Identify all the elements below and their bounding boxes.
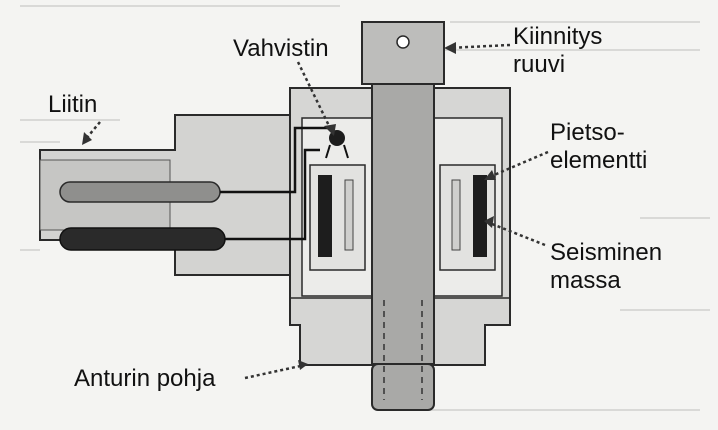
label-vahvistin: Vahvistin xyxy=(233,35,329,62)
label-pietso-line2: elementti xyxy=(550,147,648,174)
label-seisminen-line1: Seisminen xyxy=(550,239,663,266)
label-kiinnitys-line1: Kiinnitys xyxy=(513,23,603,50)
right-seismic-mass xyxy=(439,164,496,271)
label-pietso-line1: Pietso- xyxy=(550,119,625,146)
leader-arrowheads xyxy=(82,42,496,370)
left-seismic-mass xyxy=(309,164,366,271)
label-anturin-pohja: Anturin pohja xyxy=(74,365,216,392)
connector-pins xyxy=(59,126,330,251)
mounting-bolt xyxy=(361,21,445,411)
label-kiinnitys-line2: ruuvi xyxy=(513,51,566,78)
label-seisminen-line2: massa xyxy=(550,267,621,294)
label-liitin: Liitin xyxy=(48,91,98,118)
